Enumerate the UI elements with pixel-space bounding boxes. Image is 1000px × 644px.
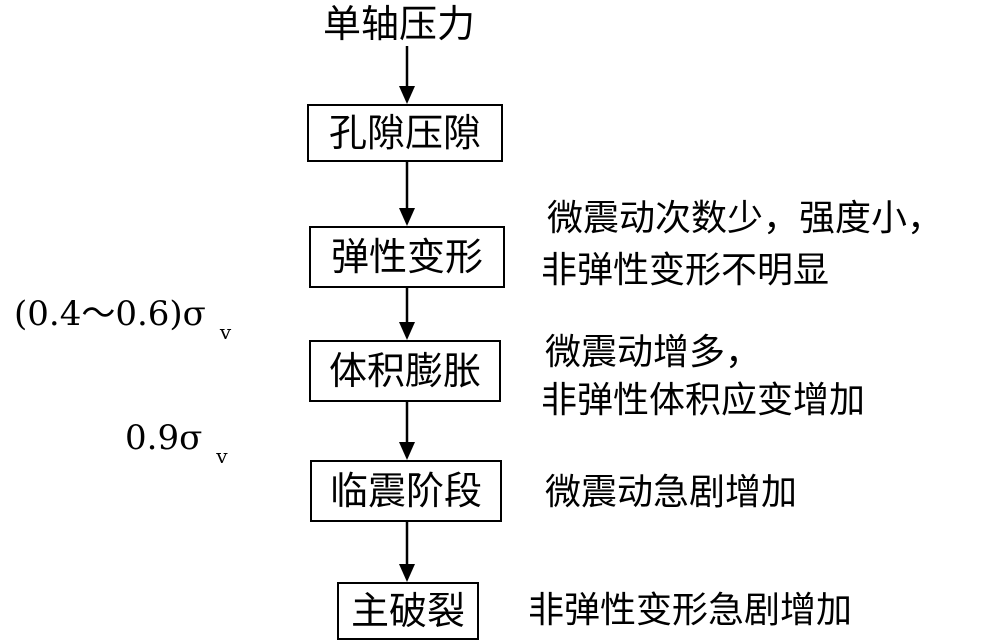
arrowhead-b1-to-b2 [399, 208, 415, 226]
threshold-pre-rupture-sub: v [216, 444, 228, 468]
note-dilatancy-line2: 非弹性体积应变增加 [541, 380, 866, 421]
box-pre-earthquake-stage: 临震阶段 [310, 460, 502, 522]
note-elastic-line1: 微震动次数少，强度小， [547, 198, 944, 239]
note-main-rupture: 非弹性变形急剧增加 [528, 590, 853, 631]
threshold-elastic-limit-sub: v [219, 320, 232, 344]
threshold-elastic-limit-value: (0.4～0.6)σ [14, 294, 206, 334]
box-main-rupture: 主破裂 [337, 582, 479, 640]
arrowhead-b3-to-b4 [399, 442, 415, 460]
threshold-pre-rupture: 0.9σ v [125, 418, 228, 468]
note-elastic-line2: 非弹性变形不明显 [541, 250, 830, 291]
arrowhead-start-to-b1 [399, 86, 415, 104]
threshold-elastic-limit: (0.4～0.6)σ v [14, 294, 231, 344]
arrowhead-b2-to-b3 [399, 322, 415, 340]
box-elastic-deformation: 弹性变形 [309, 226, 505, 288]
box-pore-compaction: 孔隙压隙 [307, 104, 503, 162]
note-dilatancy-line1: 微震动增多， [545, 332, 762, 373]
box-volume-dilatancy: 体积膨胀 [309, 340, 501, 402]
arrowhead-b4-to-b5 [399, 564, 415, 582]
note-pre-earthquake: 微震动急剧增加 [545, 472, 798, 513]
start-label: 单轴压力 [323, 2, 476, 46]
threshold-pre-rupture-value: 0.9σ [125, 418, 203, 458]
